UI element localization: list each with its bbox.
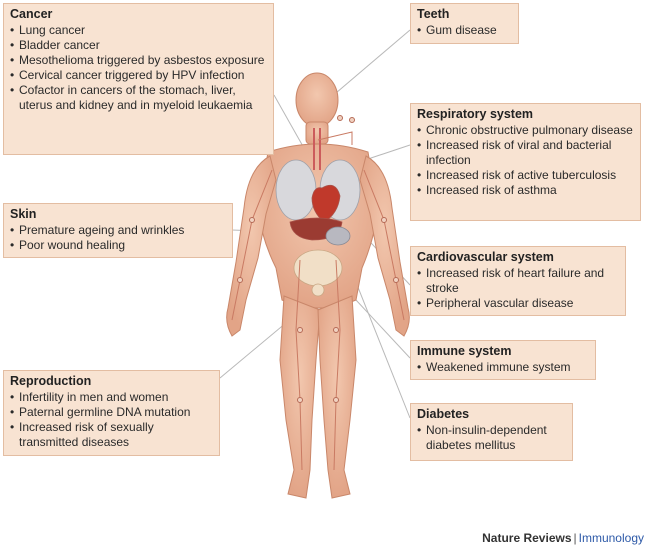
- diabetes-box: Diabetes Non-insulin-dependent diabetes …: [410, 403, 573, 461]
- teeth-list: Gum disease: [417, 23, 512, 38]
- cancer-list: Lung cancer Bladder cancer Mesothelioma …: [10, 23, 267, 113]
- vessels: [231, 131, 405, 471]
- stomach: [325, 226, 351, 246]
- list-item: Peripheral vascular disease: [417, 296, 619, 311]
- skin-list: Premature ageing and wrinkles Poor wound…: [10, 223, 226, 253]
- intestines: [293, 249, 343, 287]
- list-item: Cervical cancer triggered by HPV infecti…: [10, 68, 267, 83]
- reproduction-title: Reproduction: [10, 374, 92, 388]
- list-item: Cofactor in cancers of the stomach, live…: [10, 83, 267, 113]
- list-item: Mesothelioma triggered by asbestos expos…: [10, 53, 267, 68]
- immune-box: Immune system Weakened immune system: [410, 340, 596, 380]
- teeth-title: Teeth: [417, 7, 450, 21]
- reproduction-box: Reproduction Infertility in men and wome…: [3, 370, 220, 456]
- list-item: Premature ageing and wrinkles: [10, 223, 226, 238]
- list-item: Chronic obstructive pulmonary disease: [417, 123, 634, 138]
- leader-line-immune: [355, 299, 411, 359]
- list-item: Increased risk of viral and bacterial in…: [417, 138, 634, 168]
- organs: [275, 128, 361, 297]
- list-item: Paternal germline DNA mutation: [10, 405, 213, 420]
- credit-journal: Immunology: [578, 531, 644, 545]
- bladder: [311, 283, 325, 297]
- trachea: [313, 128, 321, 170]
- left-lung: [275, 159, 317, 221]
- credit-separator: |: [573, 531, 577, 545]
- head: [295, 72, 339, 128]
- cancer-box: Cancer Lung cancer Bladder cancer Mesoth…: [3, 3, 274, 155]
- cancer-title: Cancer: [10, 7, 53, 21]
- list-item: Infertility in men and women: [10, 390, 213, 405]
- list-item: Non-insulin-dependent diabetes mellitus: [417, 423, 566, 453]
- immune-list: Weakened immune system: [417, 360, 589, 375]
- list-item: Bladder cancer: [10, 38, 267, 53]
- list-item: Increased risk of sexually transmitted d…: [10, 420, 213, 450]
- left-arm: [226, 155, 277, 337]
- teeth-box: Teeth Gum disease: [410, 3, 519, 44]
- journal-credit: Nature Reviews|Immunology: [482, 531, 644, 545]
- cardiovascular-title: Cardiovascular system: [417, 250, 554, 264]
- list-item: Poor wound healing: [10, 238, 226, 253]
- list-item: Increased risk of active tuberculosis: [417, 168, 634, 183]
- credit-brand: Nature Reviews: [482, 531, 572, 545]
- diabetes-list: Non-insulin-dependent diabetes mellitus: [417, 423, 566, 453]
- respiratory-list: Chronic obstructive pulmonary disease In…: [417, 123, 634, 198]
- neck: [305, 121, 329, 145]
- list-item: Gum disease: [417, 23, 512, 38]
- immune-title: Immune system: [417, 344, 512, 358]
- list-item: Increased risk of heart failure and stro…: [417, 266, 619, 296]
- list-item: Lung cancer: [10, 23, 267, 38]
- diabetes-title: Diabetes: [417, 407, 470, 421]
- cardiovascular-box: Cardiovascular system Increased risk of …: [410, 246, 626, 316]
- list-item: Increased risk of asthma: [417, 183, 634, 198]
- respiratory-box: Respiratory system Chronic obstructive p…: [410, 103, 641, 221]
- skin-title: Skin: [10, 207, 37, 221]
- respiratory-title: Respiratory system: [417, 107, 534, 121]
- nerve-nodes: [237, 115, 399, 403]
- skin-box: Skin Premature ageing and wrinkles Poor …: [3, 203, 233, 258]
- list-item: Weakened immune system: [417, 360, 589, 375]
- right-leg: [317, 295, 357, 499]
- cardiovascular-list: Increased risk of heart failure and stro…: [417, 266, 619, 311]
- right-arm: [359, 155, 410, 337]
- reproduction-list: Infertility in men and women Paternal ge…: [10, 390, 213, 450]
